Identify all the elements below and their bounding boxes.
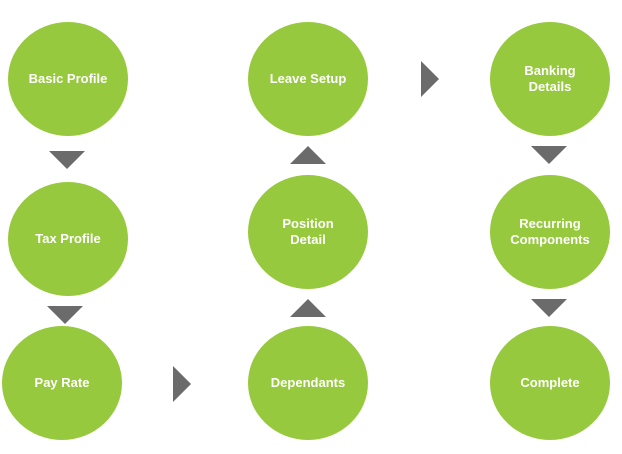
arrow-up-icon [290,299,326,317]
arrow-right-icon [173,366,191,402]
step-position-detail: Position Detail [248,175,368,289]
step-banking-details-label: Banking Details [524,63,576,94]
arrow-down-icon [531,299,567,317]
step-basic-profile: Basic Profile [8,22,128,136]
step-leave-setup: Leave Setup [248,22,368,136]
arrow-down-icon [531,146,567,164]
arrow-down-icon [49,151,85,169]
step-banking-details: Banking Details [490,22,610,136]
step-dependants: Dependants [248,326,368,440]
step-complete-label: Complete [520,375,580,390]
step-basic-profile-label: Basic Profile [28,71,108,86]
arrow-right-icon [421,61,439,97]
arrow-up-icon [290,146,326,164]
step-recurring-components-label: Recurring Components [510,216,590,247]
step-pay-rate: Pay Rate [2,326,122,440]
step-dependants-label: Dependants [270,375,346,390]
step-position-detail-label: Position Detail [282,216,334,247]
step-recurring-components: Recurring Components [490,175,610,289]
step-pay-rate-label: Pay Rate [34,375,90,390]
step-leave-setup-label: Leave Setup [269,71,347,86]
step-tax-profile-label: Tax Profile [35,231,101,246]
arrow-down-icon [47,306,83,324]
step-complete: Complete [490,326,610,440]
step-tax-profile: Tax Profile [8,182,128,296]
